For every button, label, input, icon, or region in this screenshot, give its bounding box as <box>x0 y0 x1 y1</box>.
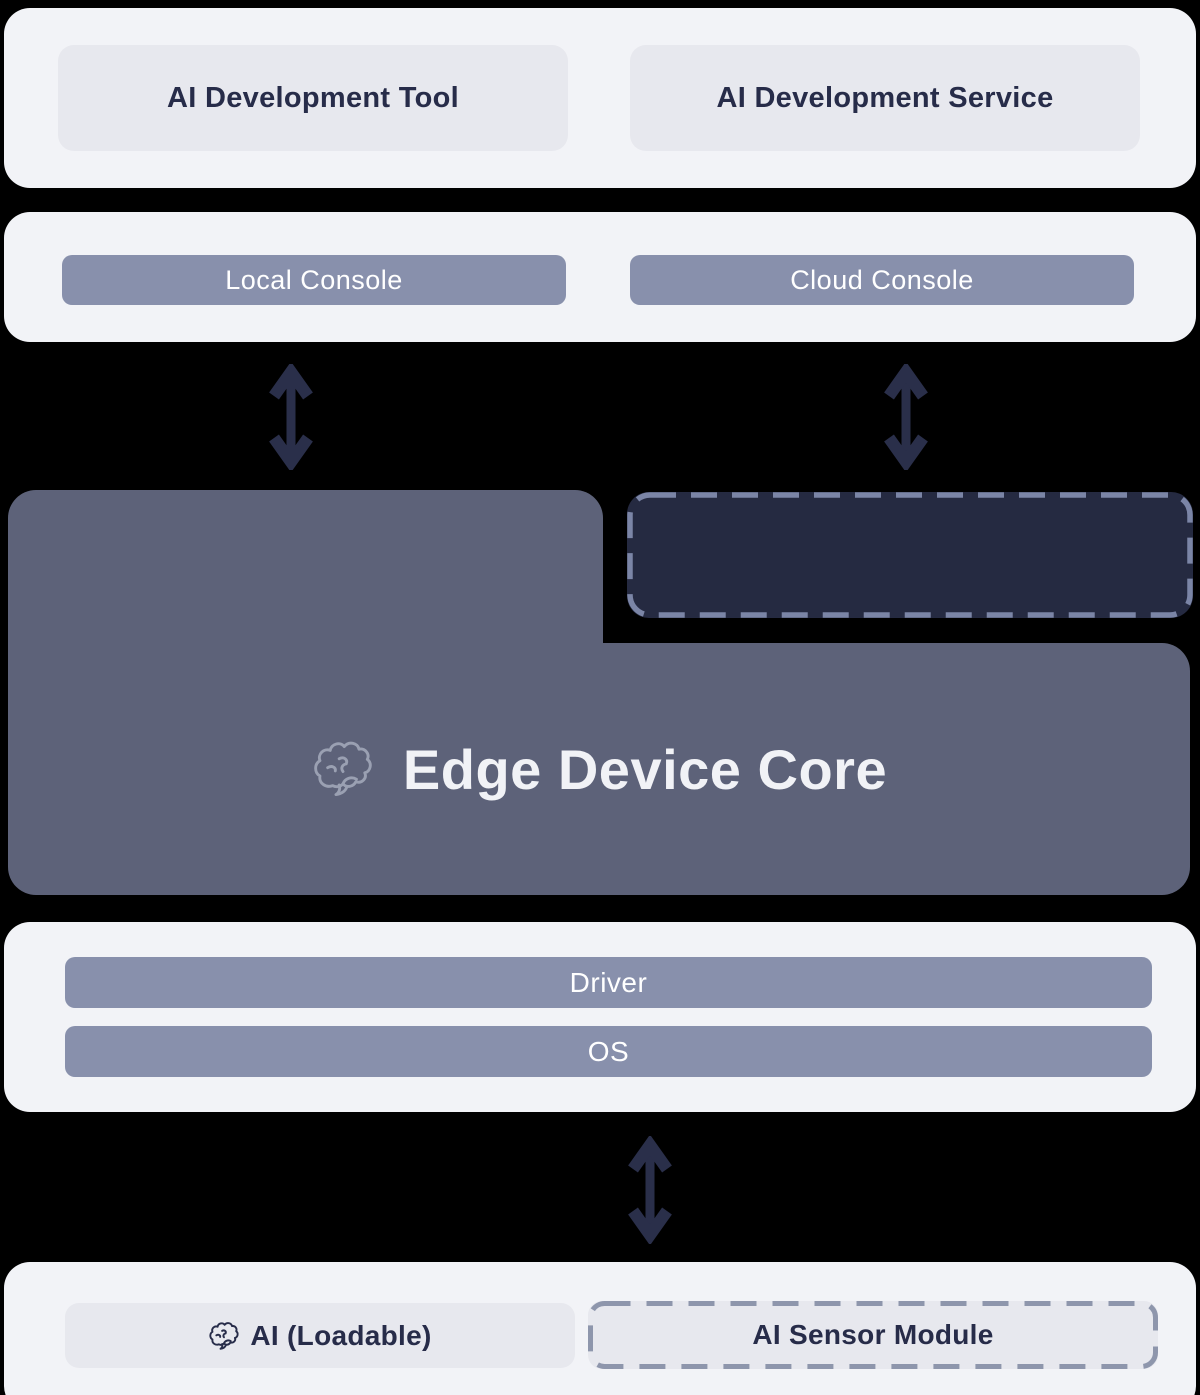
ai-sensor-module-box: AI Sensor Module <box>588 1301 1158 1369</box>
dashed-border <box>627 492 1193 618</box>
ai-loadable-label: AI (Loadable) <box>250 1319 432 1351</box>
double-arrow-icon <box>628 1136 672 1244</box>
driver-bar: Driver <box>65 957 1152 1008</box>
cloud-console-bar: Cloud Console <box>630 255 1134 305</box>
os-bar: OS <box>65 1026 1152 1077</box>
cloud-console-label: Cloud Console <box>790 264 974 295</box>
edge-device-core-extension <box>8 490 603 660</box>
ai-development-tool-box: AI Development Tool <box>58 45 568 151</box>
edge-device-core-label: Edge Device Core <box>402 737 888 801</box>
os-label: OS <box>587 1035 630 1067</box>
dashed-border <box>588 1301 1158 1369</box>
ai-development-tool-label: AI Development Tool <box>167 81 459 114</box>
ai-sensor-module-label: AI Sensor Module <box>752 1319 994 1350</box>
ai-development-service-box: AI Development Service <box>630 45 1140 151</box>
console-panel: Local Console Cloud Console <box>4 212 1196 342</box>
local-console-bar: Local Console <box>62 255 566 305</box>
double-arrow-icon <box>884 364 928 470</box>
brain-icon <box>208 1320 240 1352</box>
double-arrow-icon <box>269 364 313 470</box>
edge-device-core-block: Edge Device Core <box>8 643 1190 895</box>
ai-loadable-box: AI (Loadable) <box>65 1303 575 1368</box>
dev-tools-panel: AI Development Tool AI Development Servi… <box>4 8 1196 188</box>
driver-label: Driver <box>569 966 648 998</box>
empty-dashed-box <box>627 492 1193 618</box>
ai-development-service-label: AI Development Service <box>716 81 1054 114</box>
brain-icon <box>311 737 375 801</box>
system-panel: Driver OS <box>4 922 1196 1112</box>
device-panel: AI (Loadable) AI Sensor Module <box>4 1262 1196 1395</box>
local-console-label: Local Console <box>225 264 403 295</box>
